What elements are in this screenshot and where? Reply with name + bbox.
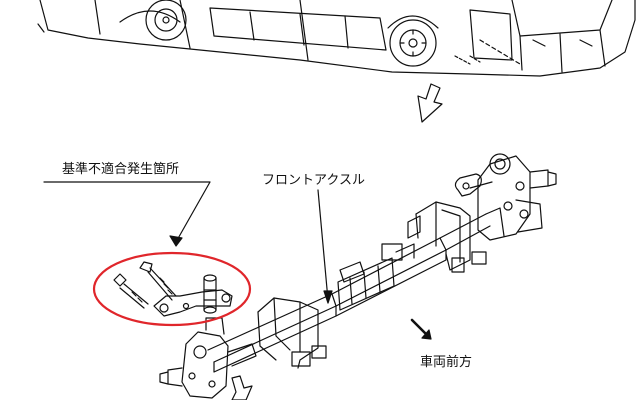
front-axle-beam (207, 213, 491, 373)
defect-location-label: 基準不適合発生箇所 (62, 162, 180, 177)
bus-illustration (37, 0, 636, 77)
front-axle-label: フロントアクスル (262, 173, 365, 188)
right-steering-knuckle (454, 153, 557, 241)
mid-bracket (337, 243, 415, 311)
detached-lever-arm (153, 289, 233, 317)
zoom-arrow-icon (417, 83, 443, 123)
left-steering-knuckle (159, 317, 257, 399)
detached-bolt-2 (113, 273, 149, 309)
bus-front-wheel (389, 19, 437, 67)
left-spring-pad (257, 297, 327, 369)
detached-bolt-1 (139, 261, 177, 301)
bus-rear-wheel (145, 0, 187, 41)
detached-kingpin (203, 274, 217, 314)
defect-leader-arrow (43, 181, 211, 247)
bottom-outline-arrow-icon (231, 375, 253, 400)
axle-leader-arrow (317, 189, 333, 304)
direction-arrow-icon (410, 318, 432, 340)
defect-highlight-circle (92, 251, 252, 327)
right-spring-pad (407, 201, 487, 273)
vehicle-front-label: 車両前方 (420, 355, 473, 370)
